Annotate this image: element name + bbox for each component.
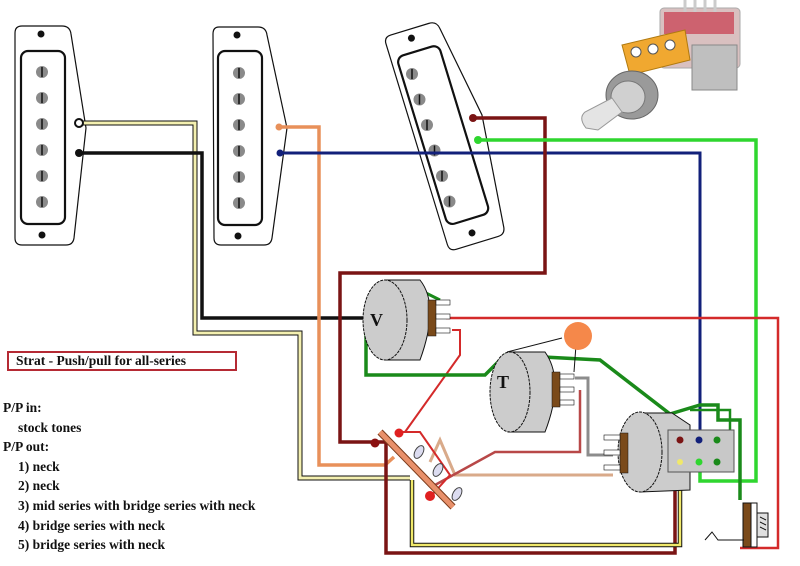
diagram-title: Strat - Push/pull for all-series [7, 351, 237, 371]
pp-out-heading: P/P out: [3, 439, 50, 455]
switch-notes: P/P in: stock tones P/P out: 1) neck 2) … [3, 398, 255, 555]
pp-out-item: 1) neck [18, 458, 60, 474]
wire-tone [575, 376, 613, 457]
volume-pot-label: V [370, 310, 383, 330]
pp-in-heading: P/P in: [3, 400, 42, 415]
wire-switch-tone [428, 436, 613, 477]
bridge-pickup [384, 22, 505, 251]
wire-middle-hot [278, 125, 396, 467]
pp-out-item: 4) bridge series with neck [18, 517, 165, 533]
tone-pot: T [489, 351, 575, 433]
pp-out-item: 2) neck [18, 478, 60, 494]
neck-pickup [14, 25, 87, 246]
tone-pot-label: T [497, 372, 509, 392]
push-pull-pot [603, 411, 735, 493]
pp-out-item: 3) mid series with bridge series with ne… [18, 497, 256, 513]
wire-middle-ground [280, 151, 702, 438]
wire-volume-output [446, 316, 780, 550]
wire-bridge-ground [479, 138, 758, 483]
push-pull-pot-photo [581, 0, 741, 131]
pp-out-item: 5) bridge series with neck [18, 537, 165, 553]
pp-in-item: stock tones [18, 419, 82, 435]
middle-pickup [212, 26, 288, 246]
output-jack [704, 502, 769, 548]
wire-bridge-hot [338, 116, 547, 444]
five-way-switch [370, 428, 463, 510]
wire-neck-ground [80, 151, 372, 320]
tone-capacitor [506, 322, 592, 373]
volume-pot: V [362, 279, 451, 361]
